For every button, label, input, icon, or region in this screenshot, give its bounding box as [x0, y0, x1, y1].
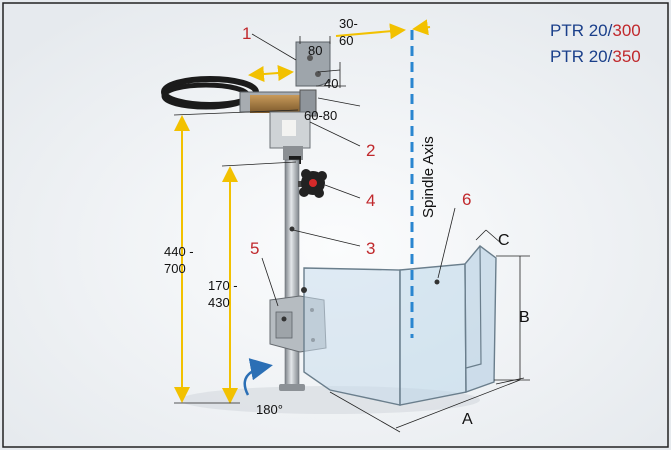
callout-1: 1 — [242, 24, 251, 43]
dim-shield-a: A — [462, 411, 473, 428]
spindle-axis-label: Spindle Axis — [420, 136, 437, 218]
dim-rotation: 180° — [256, 402, 283, 417]
protective-shield — [301, 245, 497, 406]
callout-3: 3 — [366, 239, 375, 258]
support-pole — [284, 159, 300, 391]
pole-foot — [279, 384, 305, 391]
dimension-lines — [174, 19, 431, 404]
dim-shield-c: C — [498, 232, 510, 249]
dim-total-height-top: 440 - — [164, 244, 194, 259]
dim-arm-height-bottom: 430 — [208, 295, 230, 310]
callout-6: 6 — [462, 190, 471, 209]
model-title-2: PTR 20/350 — [550, 47, 641, 66]
dim-offset-top: 30- — [339, 16, 358, 31]
callout-5: 5 — [250, 239, 259, 258]
model-title-1: PTR 20/300 — [550, 21, 641, 40]
clamp-head — [239, 89, 317, 164]
dim-arm-height-top: 170 - — [208, 278, 238, 293]
dim-offset-bottom: 60 — [339, 33, 353, 48]
callout-2: 2 — [366, 141, 375, 160]
dim-bracket-width: 80 — [308, 43, 322, 58]
curved-arrow-icon — [243, 358, 273, 396]
dim-total-height-bottom: 700 — [164, 261, 186, 276]
clamp-knob-icon — [298, 169, 327, 198]
dim-bracket-height: 40 — [324, 76, 338, 91]
dim-shield-b: B — [519, 309, 530, 326]
pole-marker-dot — [289, 226, 295, 232]
dim-bracket-range: 60-80 — [304, 108, 337, 123]
frame-border — [2, 2, 669, 448]
mounting-bracket — [295, 41, 331, 87]
callout-4: 4 — [366, 191, 375, 210]
leader-lines — [173, 33, 530, 433]
